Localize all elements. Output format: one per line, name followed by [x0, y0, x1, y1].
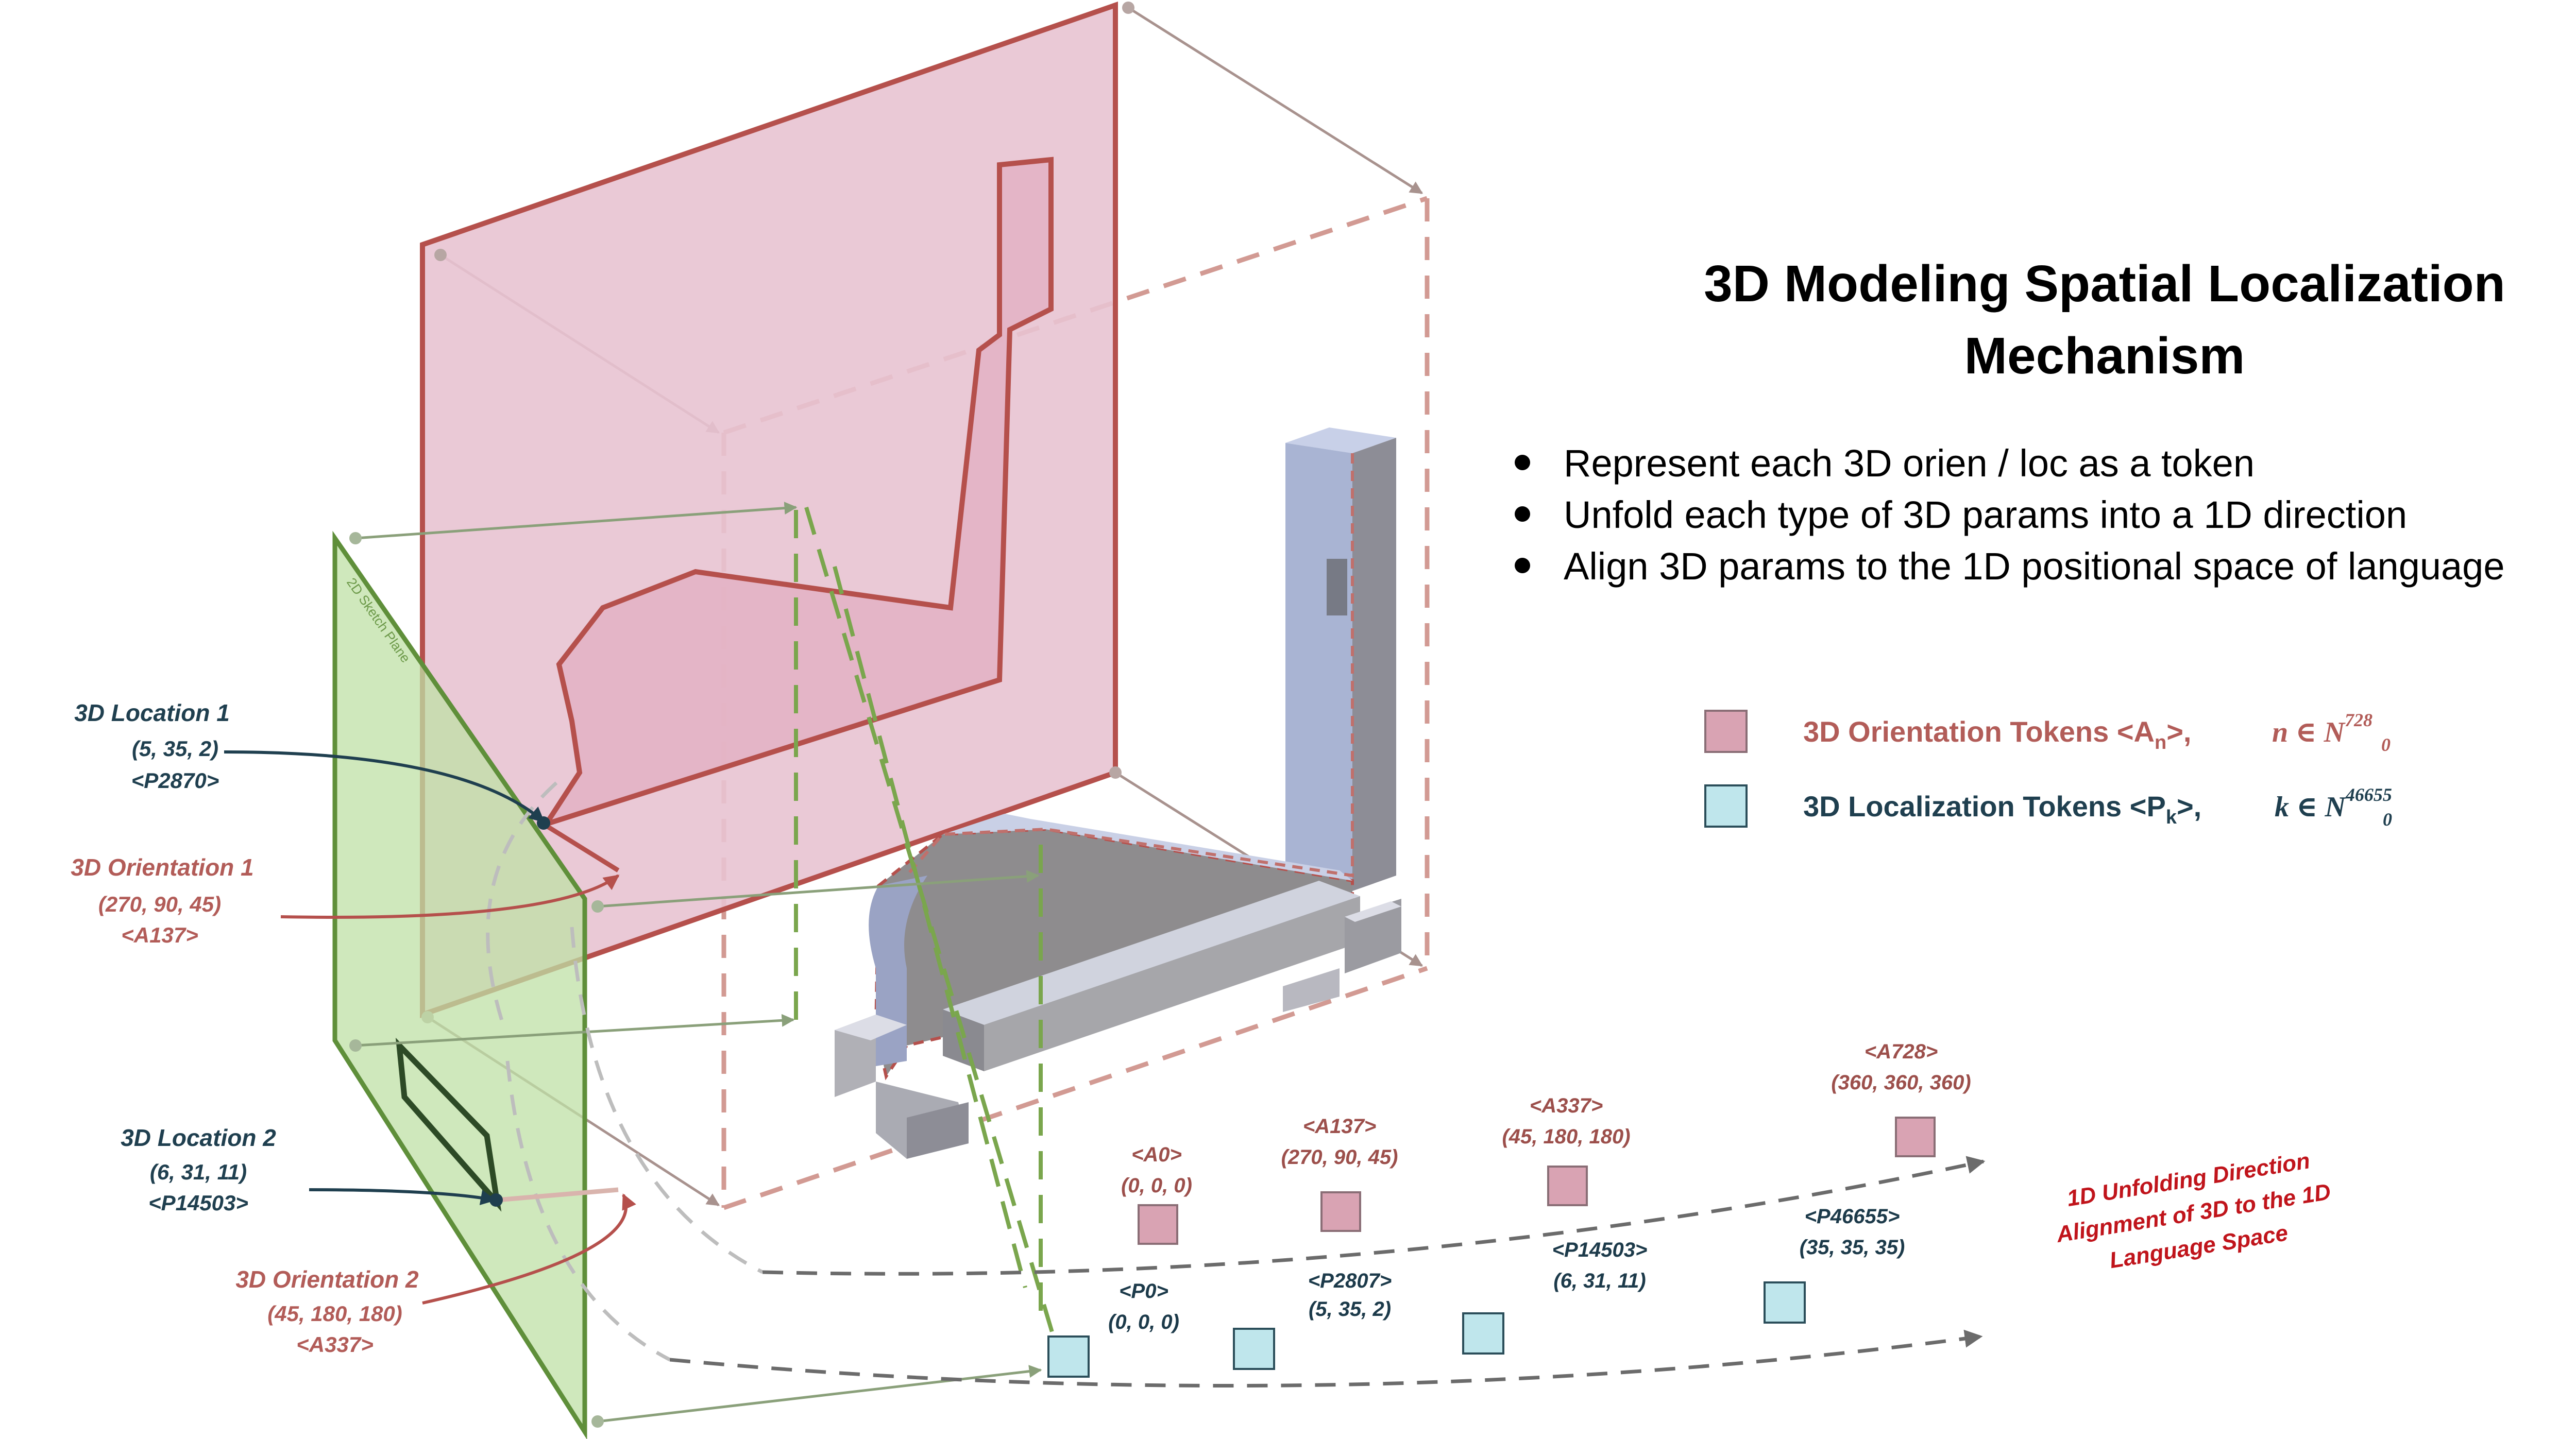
svg-text:(35, 35, 35): (35, 35, 35)	[1800, 1236, 1905, 1259]
svg-text:3D Localization Tokens <Pk>,: 3D Localization Tokens <Pk>,	[1803, 790, 2201, 828]
callout-dots	[489, 816, 550, 1207]
svg-text:(6, 31, 11): (6, 31, 11)	[150, 1160, 247, 1184]
svg-text:(0, 0, 0): (0, 0, 0)	[1108, 1311, 1179, 1333]
svg-text:3D Location 1: 3D Location 1	[74, 699, 230, 726]
a-token-0: <A0> (0, 0, 0)	[1121, 1143, 1192, 1245]
svg-text:3D Orientation 1: 3D Orientation 1	[71, 854, 253, 881]
svg-text:(5, 35, 2): (5, 35, 2)	[1309, 1298, 1391, 1321]
svg-text:<P2807>: <P2807>	[1308, 1270, 1392, 1292]
callout-location-1: 3D Location 1 (5, 35, 2) <P2870>	[74, 699, 230, 793]
svg-text:<A337>: <A337>	[296, 1332, 373, 1357]
svg-text:(0, 0, 0): (0, 0, 0)	[1121, 1174, 1192, 1197]
a-token-137: <A137> (270, 90, 45)	[1281, 1115, 1398, 1232]
svg-text:<A728>: <A728>	[1865, 1040, 1938, 1063]
green-projection-lines	[794, 506, 1061, 1356]
p-token-0: <P0> (0, 0, 0)	[1047, 1280, 1179, 1378]
svg-text:k ∈ N46655: k ∈ N46655	[2275, 784, 2392, 823]
svg-text:<P14503>: <P14503>	[1552, 1239, 1648, 1261]
title-line-1: 3D Modeling Spatial Localization	[1704, 255, 2505, 313]
a-token-337: <A337> (45, 180, 180)	[1502, 1094, 1631, 1206]
svg-text:(45, 180, 180): (45, 180, 180)	[267, 1301, 402, 1326]
green-plane-corners	[349, 532, 604, 1428]
svg-text:3D Orientation Tokens <An>,: 3D Orientation Tokens <An>,	[1803, 715, 2191, 753]
svg-text:Unfold each type of 3D params: Unfold each type of 3D params into a 1D …	[1564, 493, 2407, 536]
green-plane-arrows	[355, 502, 1042, 1423]
pink-sketch-profile	[540, 157, 1054, 829]
svg-text:3D Location 2: 3D Location 2	[121, 1124, 276, 1151]
green-sketch-plane	[332, 530, 587, 1439]
p-token-46655: <P46655> (35, 35, 35)	[1764, 1205, 1905, 1324]
svg-text:<A0>: <A0>	[1131, 1143, 1182, 1166]
svg-text:<P14503>: <P14503>	[148, 1191, 248, 1215]
svg-text:(45, 180, 180): (45, 180, 180)	[1502, 1125, 1630, 1148]
p-token-14503: <P14503> (6, 31, 11)	[1462, 1239, 1648, 1355]
svg-text:<P2870>: <P2870>	[131, 768, 219, 793]
callout-orientation-2: 3D Orientation 2 (45, 180, 180) <A337>	[235, 1266, 419, 1357]
svg-text:Align 3D params to the 1D posi: Align 3D params to the 1D positional spa…	[1564, 545, 2504, 588]
unfold-arrows	[669, 1156, 1986, 1388]
legend-localization: 3D Localization Tokens <Pk>, k ∈ N46655 …	[1704, 784, 2392, 830]
svg-text:0: 0	[2381, 734, 2391, 755]
svg-text:(6, 31, 11): (6, 31, 11)	[1553, 1270, 1646, 1292]
svg-text:<A337>: <A337>	[1530, 1094, 1603, 1117]
callout-arrows	[224, 750, 636, 1305]
title-line-2: Mechanism	[1964, 327, 2245, 385]
svg-text:<P0>: <P0>	[1119, 1280, 1168, 1303]
bullet-list: Represent each 3D orien / loc as a token…	[1515, 442, 2504, 588]
svg-text:(5, 35, 2): (5, 35, 2)	[132, 736, 218, 761]
svg-text:<A137>: <A137>	[1303, 1115, 1376, 1138]
a-token-728: <A728> (360, 360, 360)	[1831, 1040, 1971, 1157]
legend-orientation: 3D Orientation Tokens <An>, n ∈ N728 0	[1704, 710, 2391, 755]
p-token-2807: <P2807> (5, 35, 2)	[1233, 1270, 1392, 1370]
callout-location-2: 3D Location 2 (6, 31, 11) <P14503>	[121, 1124, 276, 1215]
svg-text:<P46655>: <P46655>	[1805, 1205, 1900, 1228]
svg-text:(270, 90, 45): (270, 90, 45)	[1281, 1146, 1398, 1169]
svg-text:n ∈ N728: n ∈ N728	[2272, 710, 2372, 748]
svg-text:(360, 360, 360): (360, 360, 360)	[1831, 1071, 1971, 1094]
callout-orientation-1: 3D Orientation 1 (270, 90, 45) <A137>	[71, 854, 253, 947]
svg-text:Represent each 3D orien / loc: Represent each 3D orien / loc as a token	[1564, 442, 2255, 485]
svg-text:0: 0	[2383, 809, 2392, 830]
svg-text:(270, 90, 45): (270, 90, 45)	[98, 892, 221, 916]
svg-text:<A137>: <A137>	[121, 923, 198, 947]
unfold-label: 1D Unfolding Direction Alignment of 3D t…	[2054, 1148, 2332, 1273]
title-block: 3D Modeling Spatial Localization Mechani…	[1704, 255, 2505, 385]
cad-part-3d	[835, 427, 1401, 1159]
svg-text:3D Orientation 2: 3D Orientation 2	[235, 1266, 419, 1293]
